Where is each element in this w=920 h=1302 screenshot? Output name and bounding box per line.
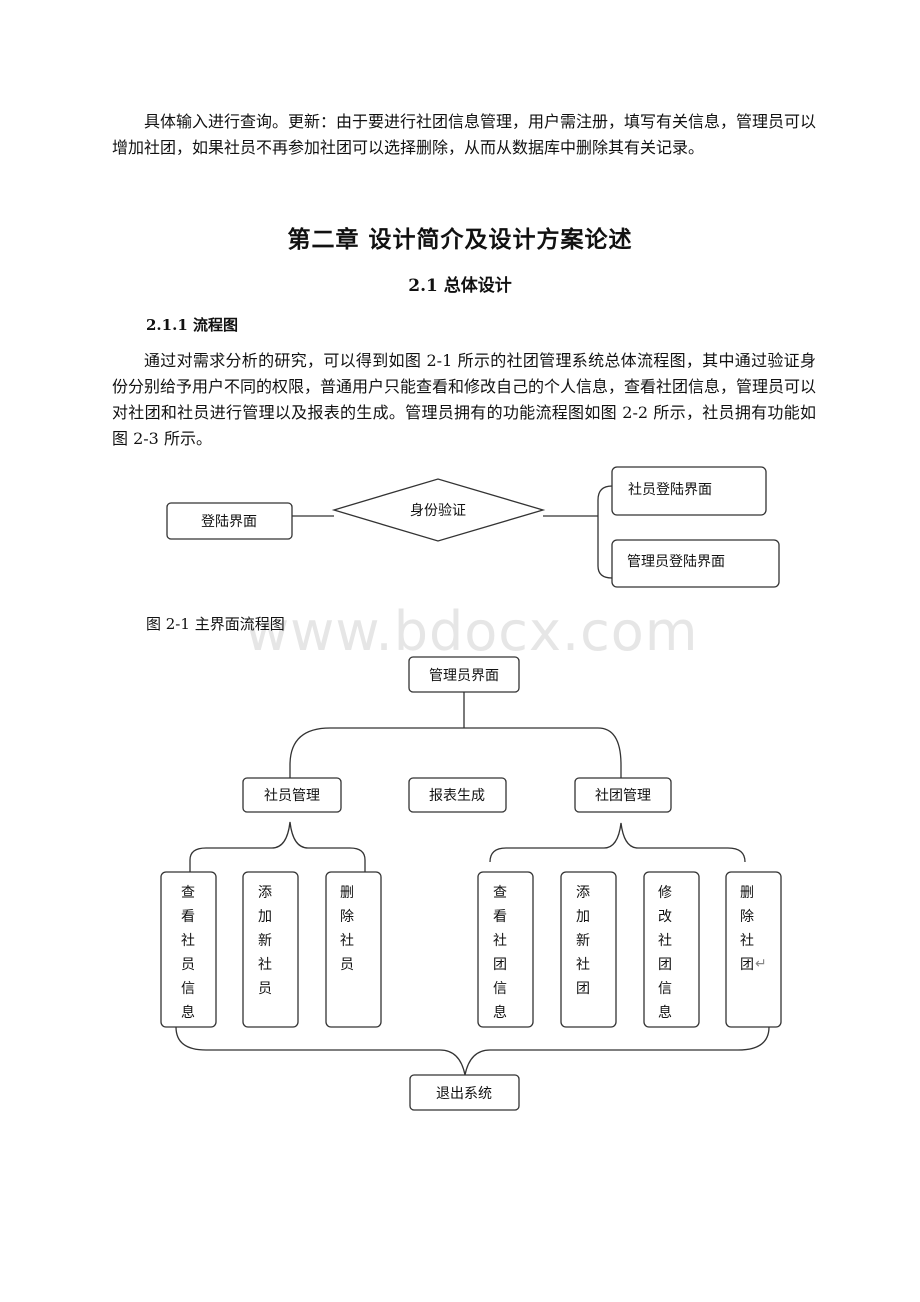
leaf-char: 员 [340, 957, 354, 973]
leaf-char: 删 [740, 885, 754, 901]
report-generation-box: 报表生成 [408, 777, 507, 813]
leaf-char: 社 [340, 933, 354, 949]
body-paragraph: 通过对需求分析的研究，可以得到如图 2-1 所示的社团管理系统总体流程图，其中通… [112, 351, 817, 448]
login-label: 登陆界面 [201, 514, 257, 530]
leaf-char: 删 [340, 885, 354, 901]
bracket-connector [175, 1026, 770, 1076]
member-management-label: 社员管理 [264, 788, 320, 804]
login-box: 登陆界面 [166, 502, 293, 540]
leaf-char: 添 [258, 885, 272, 901]
leaf-char: 看 [181, 909, 195, 925]
leaf-add-club: 添 加 新 社 团 [560, 871, 617, 1028]
member-management-box: 社员管理 [242, 777, 342, 813]
exit-system-label: 退出系统 [436, 1086, 492, 1102]
leaf-char: 息 [493, 1004, 507, 1021]
leaf-view-member: 查 看 社 员 信 息 [160, 871, 217, 1028]
bracket-connector [189, 821, 366, 873]
main-flowchart: 登陆界面 身份验证 社员登陆界面 管理员登陆界面 [166, 466, 780, 588]
leaf-char: 改 [658, 909, 672, 925]
leaf-char: 员 [181, 957, 195, 973]
leaf-char: 修 [658, 885, 672, 901]
leaf-char: 查 [181, 885, 195, 901]
leaf-char: 信 [181, 981, 195, 997]
exit-system-box: 退出系统 [409, 1074, 520, 1111]
leaf-char: 信 [493, 981, 507, 997]
leaf-char: 看 [493, 909, 507, 925]
leaf-char: 团 [576, 981, 590, 997]
leaf-delete-club: 删 除 社 团 ↵ [725, 871, 782, 1028]
leaf-char: 新 [258, 933, 272, 949]
admin-login-box: 管理员登陆界面 [611, 539, 780, 588]
leaf-char: 加 [258, 909, 272, 925]
intro-paragraph: 具体输入进行查询。更新：由于要进行社团信息管理，用户需注册，填写有关信息，管理员… [112, 112, 817, 157]
subsection-title: 2.1.1 流程图 [146, 316, 238, 334]
leaf-delete-member: 删 除 社 员 [325, 871, 382, 1028]
leaf-char: 除 [740, 909, 754, 925]
club-management-box: 社团管理 [574, 777, 672, 813]
section-title: 2.1 总体设计 [408, 276, 512, 296]
leaf-char: 社 [258, 957, 272, 973]
leaf-char: 团 [493, 957, 507, 973]
leaf-char: 添 [576, 885, 590, 901]
leaf-char: 息 [181, 1004, 195, 1021]
leaf-char: 员 [258, 981, 272, 997]
club-management-label: 社团管理 [595, 788, 651, 804]
leaf-char: 社 [658, 933, 672, 949]
leaf-char: 除 [340, 909, 354, 925]
member-login-box: 社员登陆界面 [611, 466, 767, 516]
admin-login-label: 管理员登陆界面 [627, 554, 725, 570]
leaf-char: 查 [493, 885, 507, 901]
leaf-char: 社 [576, 957, 590, 973]
leaf-char: 社 [181, 933, 195, 949]
watermark: www.bdocx.com [245, 600, 699, 663]
member-login-label: 社员登陆界面 [628, 482, 712, 498]
admin-interface-label: 管理员界面 [429, 668, 499, 684]
verify-diamond: 身份验证 [331, 478, 546, 542]
leaf-edit-club: 修 改 社 团 信 息 [643, 871, 700, 1028]
admin-flowchart: 管理员界面 社员管理 报表生成 社团管理 查 看 社 员 信 息 [160, 656, 782, 1111]
bracket-connector [489, 822, 746, 863]
chapter-title: 第二章 设计简介及设计方案论述 [287, 227, 633, 253]
leaf-char: 社 [740, 933, 754, 949]
leaf-view-club: 查 看 社 团 信 息 [477, 871, 534, 1028]
leaf-char: 加 [576, 909, 590, 925]
figure-caption: 图 2-1 主界面流程图 [146, 615, 285, 633]
leaf-char: 社 [493, 933, 507, 949]
admin-interface-box: 管理员界面 [408, 656, 520, 693]
report-generation-label: 报表生成 [429, 788, 485, 804]
verify-label: 身份验证 [410, 503, 466, 519]
leaf-char: 息 [658, 1004, 672, 1021]
bracket-connector [289, 727, 622, 778]
paragraph-mark-icon: ↵ [755, 956, 767, 972]
leaf-char: 团 [740, 957, 754, 973]
leaf-add-member: 添 加 新 社 员 [242, 871, 299, 1028]
leaf-char: 信 [658, 981, 672, 997]
leaf-char: 团 [658, 957, 672, 973]
leaf-char: 新 [576, 933, 590, 949]
bracket-connector [597, 485, 613, 579]
